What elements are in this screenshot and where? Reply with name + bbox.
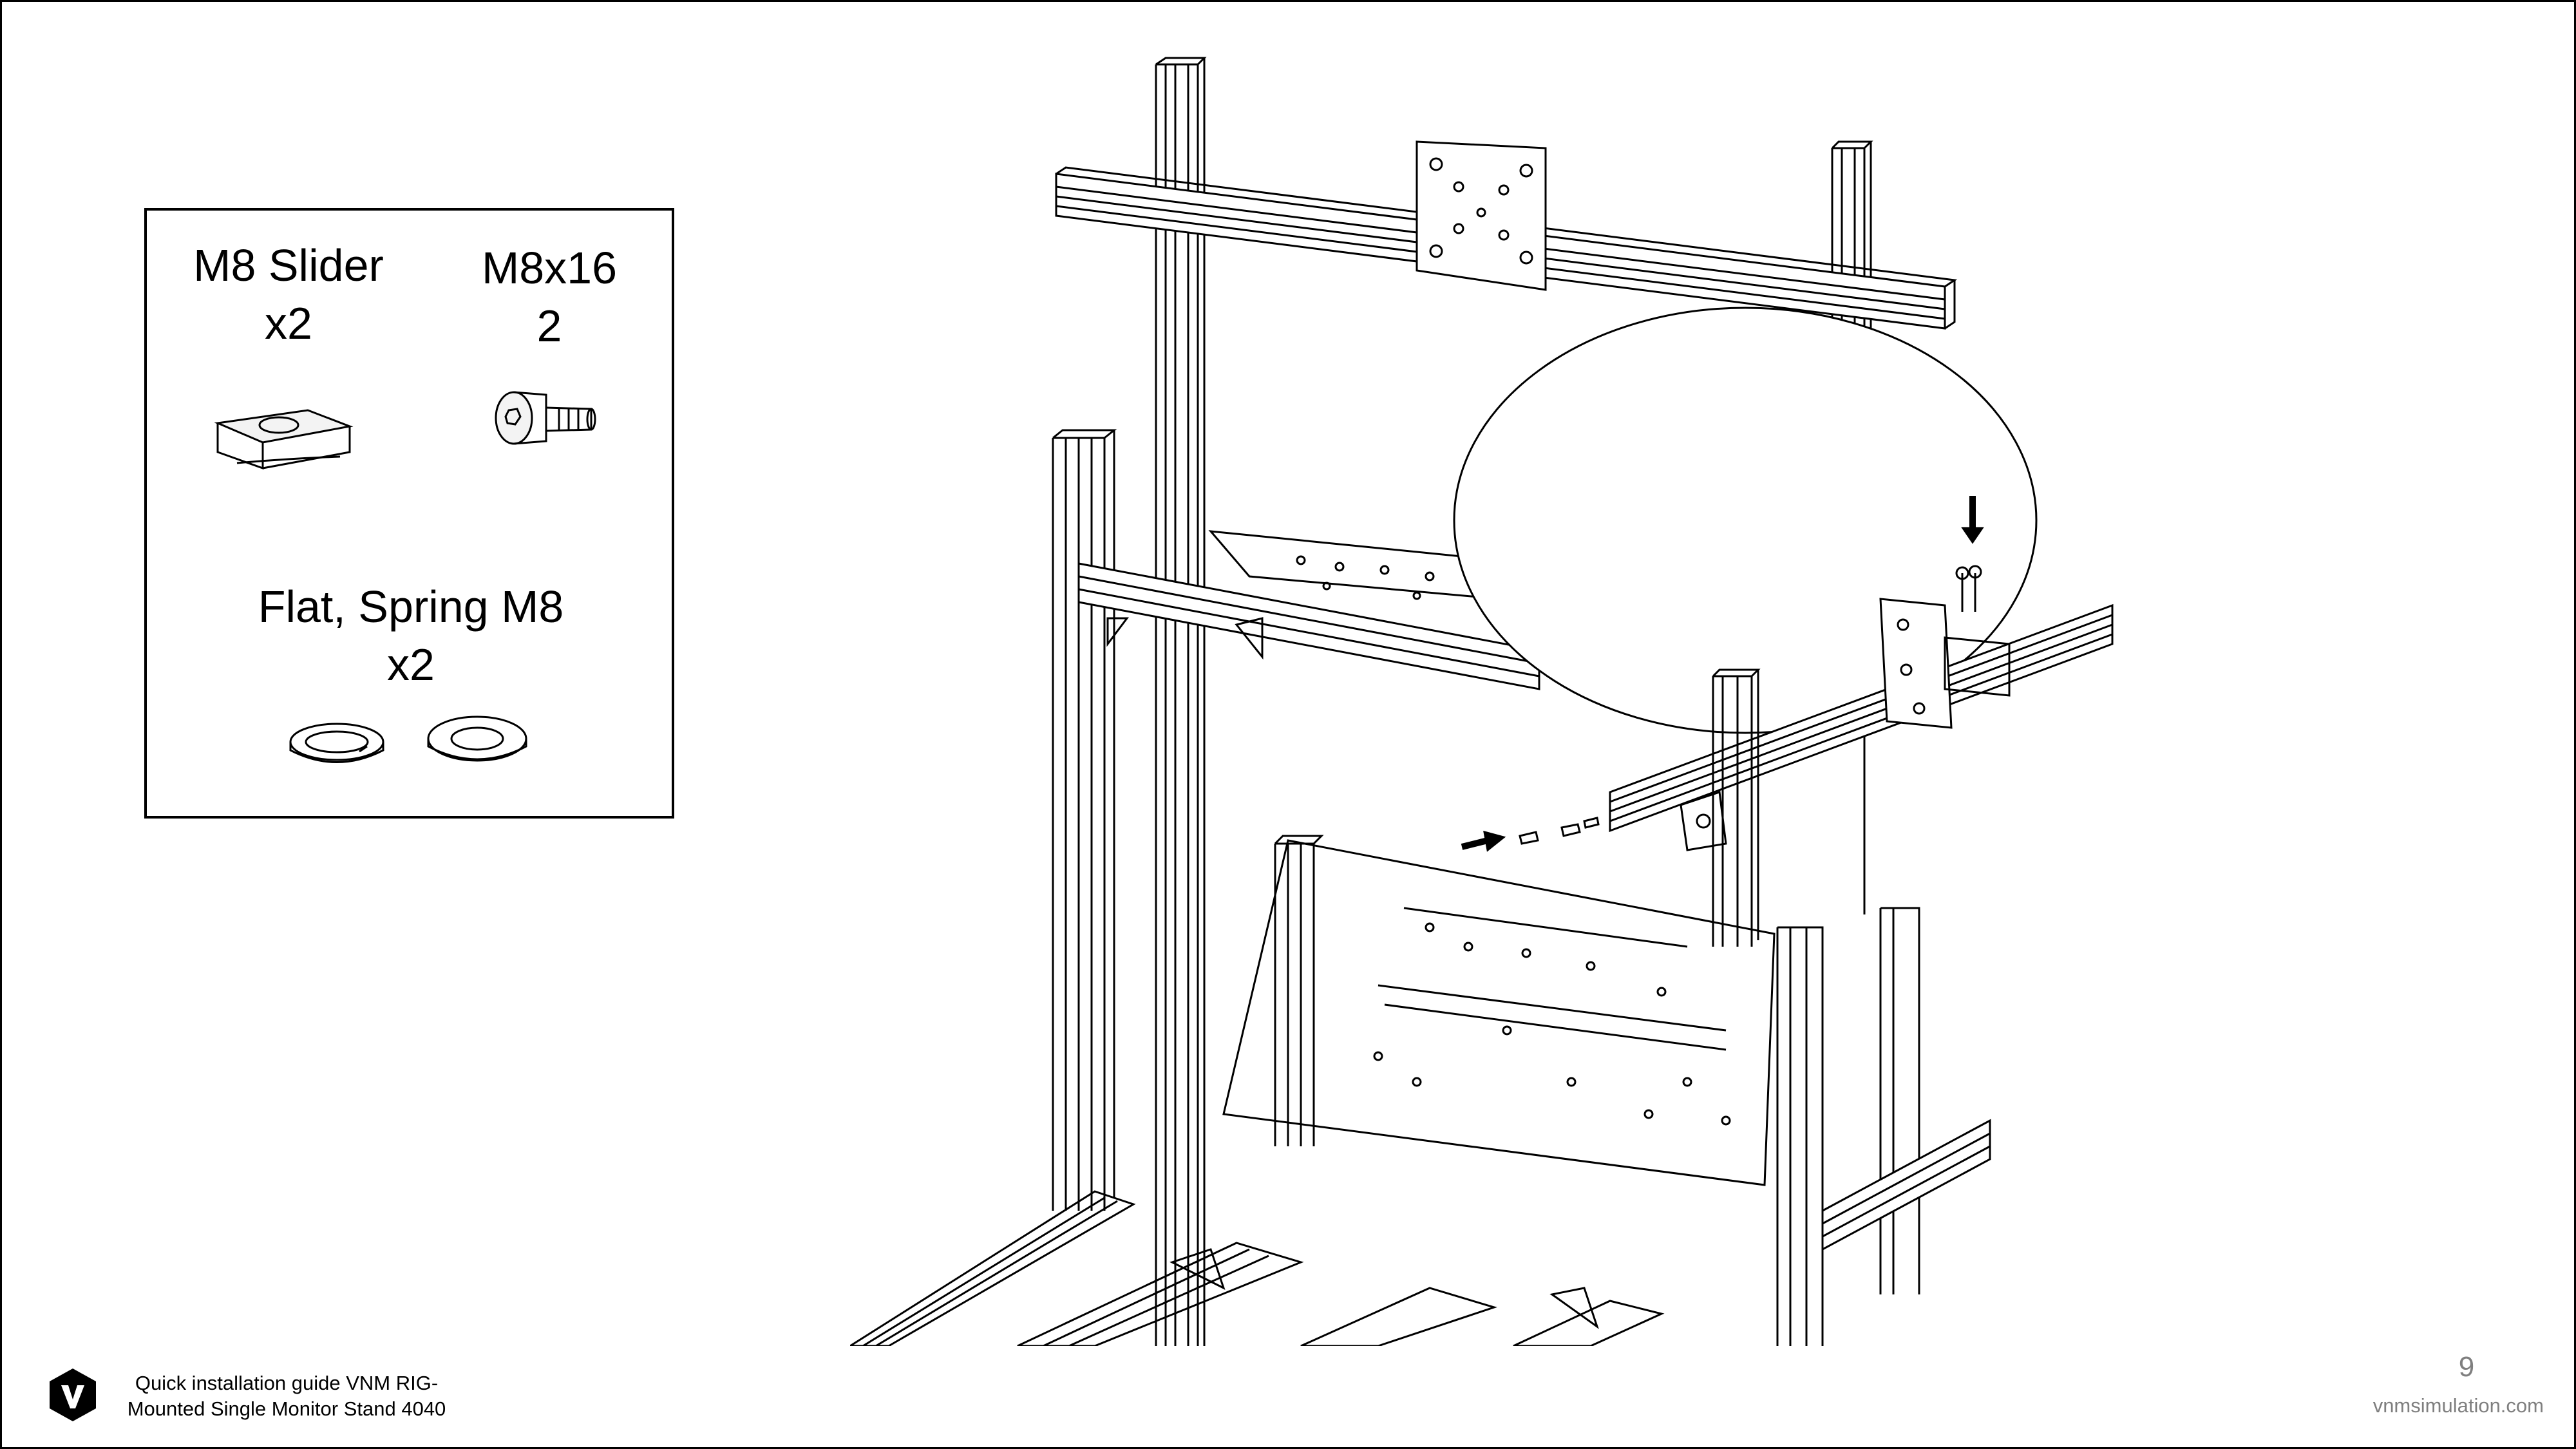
parts-list-box: M8 Slider x2 M8x16 2 Flat, Spring M8 x2 <box>144 208 674 819</box>
guide-title-line2: Mounted Single Monitor Stand 4040 <box>127 1397 446 1420</box>
website-link[interactable]: vnmsimulation.com <box>2372 1394 2544 1417</box>
m8-slider-label: M8 Slider x2 <box>173 236 404 352</box>
bolt-icon <box>495 391 596 445</box>
m8-slider-qty: x2 <box>265 298 312 348</box>
bolt-qty: 2 <box>536 301 562 351</box>
assembly-drawing <box>850 57 2114 1346</box>
spring-washer-icon <box>289 723 384 763</box>
washers-label: Flat, Spring M8 x2 <box>218 578 604 694</box>
washers-name: Flat, Spring M8 <box>258 582 564 632</box>
m8-slider-icon <box>214 409 354 470</box>
flat-washer-icon <box>427 715 527 762</box>
washers-qty: x2 <box>387 639 435 690</box>
guide-title: Quick installation guide VNM RIG- Mounte… <box>106 1370 467 1422</box>
m8-slider-name: M8 Slider <box>193 240 384 290</box>
bolt-label: M8x16 2 <box>443 239 656 355</box>
bolt-name: M8x16 <box>481 243 618 293</box>
vnm-logo-icon <box>50 1368 96 1421</box>
page-number: 9 <box>2458 1351 2475 1383</box>
guide-title-line1: Quick installation guide VNM RIG- <box>135 1372 439 1394</box>
